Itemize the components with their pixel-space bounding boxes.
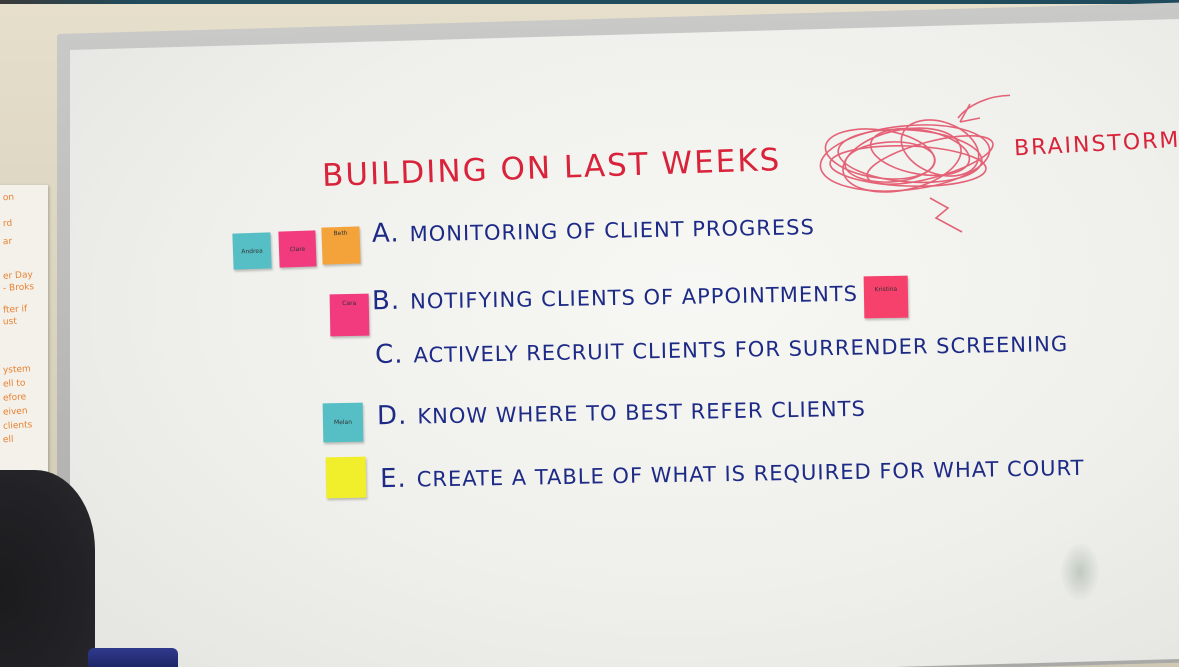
sticky-note-clare: Clare	[278, 230, 317, 268]
sticky-note-cara: Cara	[329, 293, 370, 337]
item-text: NOTIFYING CLIENTS OF APPOINTMENTS	[409, 281, 859, 314]
sticky-note-label: Cara	[342, 299, 357, 308]
wall-poster: on rd ar er Day - Broks fter if ust yste…	[0, 185, 48, 480]
poster-line: fter if	[2, 304, 28, 316]
sticky-note-label: Andrea	[241, 247, 263, 255]
window-top-strip	[0, 0, 1179, 4]
item-letter: B.	[371, 285, 401, 317]
sticky-note-melan: Melan	[322, 402, 364, 443]
poster-line: clients	[2, 420, 33, 432]
item-letter: A.	[371, 218, 400, 249]
item-text: MONITORING OF CLIENT PROGRESS	[409, 215, 816, 247]
poster-line: ar	[2, 236, 13, 248]
sticky-note-andrea: Andrea	[232, 232, 272, 270]
poster-line: on	[2, 192, 15, 204]
person-silhouette	[0, 470, 95, 667]
poster-line: ell	[2, 434, 14, 446]
scribble-drawing	[819, 94, 1010, 233]
blue-object	[88, 648, 178, 667]
poster-line: - Broks	[2, 282, 35, 294]
item-letter: D.	[376, 400, 408, 432]
item-letter: C.	[374, 339, 404, 371]
item-text: KNOW WHERE TO BEST REFER CLIENTS	[417, 396, 867, 429]
poster-line: eiven	[2, 406, 28, 418]
poster-line: ystem	[2, 364, 32, 376]
sticky-note-label: Beth	[333, 229, 348, 238]
sticky-note-label: Melan	[333, 418, 353, 427]
board-smudge	[1060, 541, 1100, 603]
poster-line: rd	[2, 218, 13, 230]
sticky-note-beth: Beth	[321, 226, 361, 265]
poster-line: ust	[2, 316, 18, 328]
sticky-note-kristina: Kristina	[863, 275, 909, 319]
poster-line: ell to	[2, 378, 26, 390]
sticky-note-label: Clare	[289, 245, 306, 253]
poster-line: efore	[2, 392, 27, 404]
sticky-note-yellow	[325, 456, 367, 499]
sticky-note-label: Kristina	[874, 285, 898, 294]
item-letter: E.	[379, 463, 408, 495]
